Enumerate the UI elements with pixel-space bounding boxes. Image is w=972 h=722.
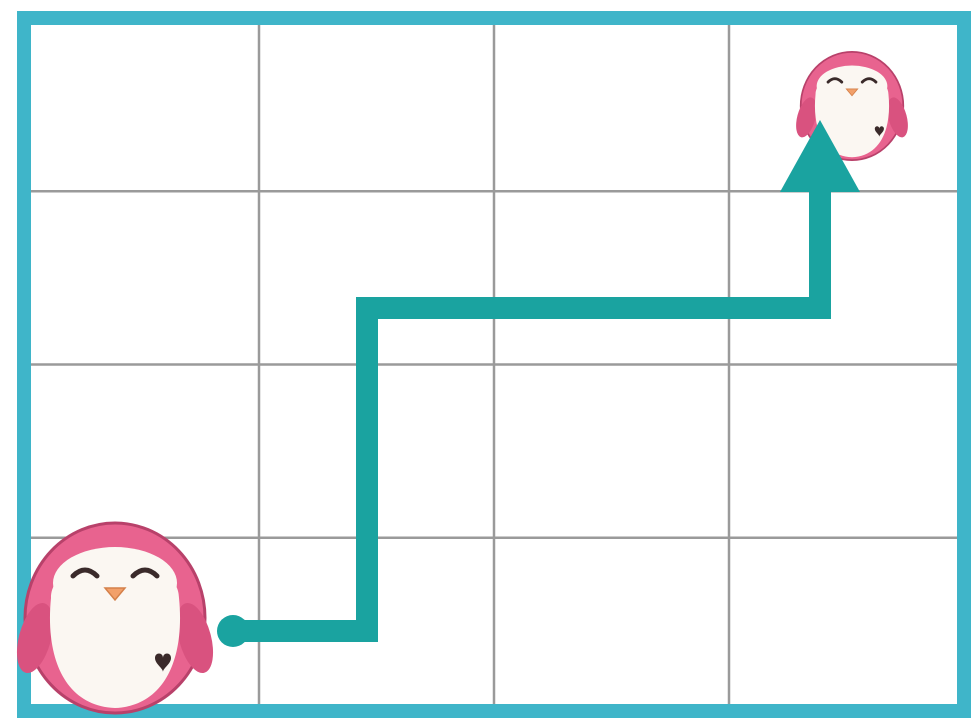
path-start-dot: [217, 615, 249, 647]
